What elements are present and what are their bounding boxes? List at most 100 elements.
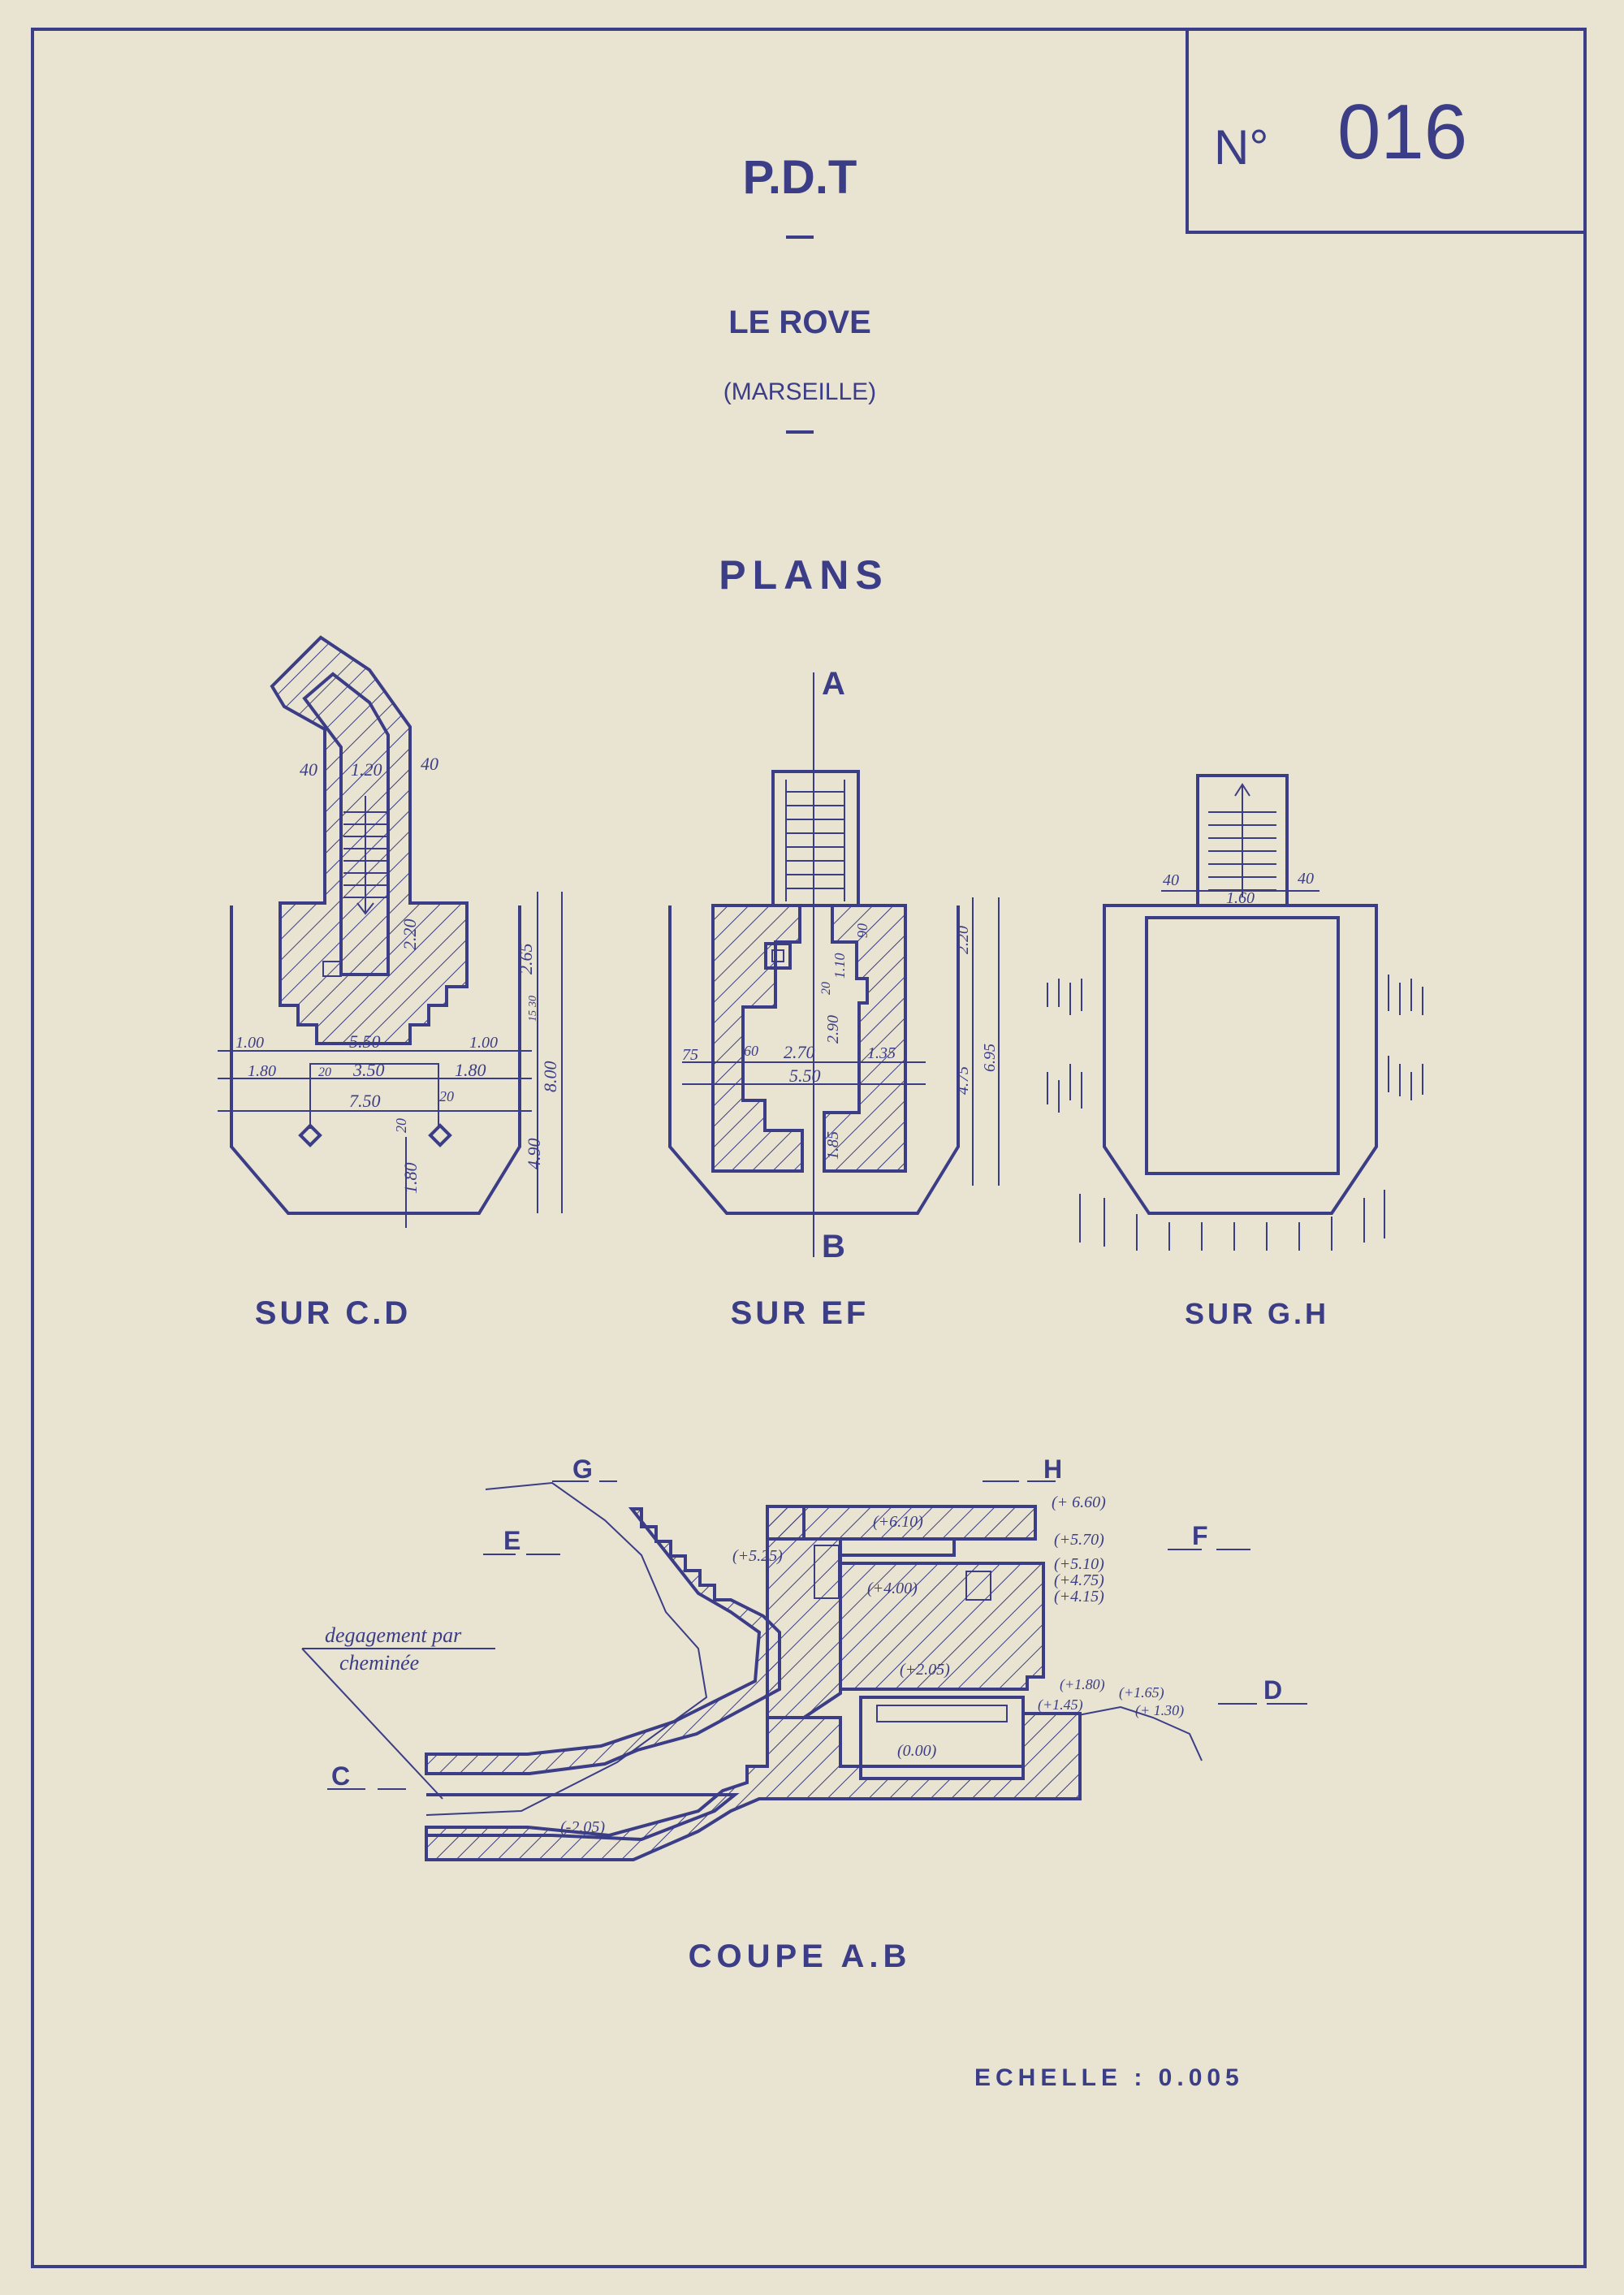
dim-cd-20: 30 [527,996,539,1008]
dim-cd-17: 8.00 [540,1061,560,1093]
site-name: LE ROVE [728,305,871,340]
level-1-80: (+1.80) [1060,1676,1105,1693]
plan-ef-dimension-lines [682,672,1000,1257]
plan-ef-outline [668,905,960,1215]
cut-label-a: A [822,666,845,702]
plan-cd-niche [322,961,342,977]
section-lower-gallery [426,1793,740,1842]
section-embrasure [965,1571,991,1601]
plan-cd-walls [270,635,469,1045]
plan-cd-caption: SUR C.D [255,1295,411,1331]
sheet-border [31,28,1587,2268]
plan-gh-outline [1103,904,1378,1215]
section-caption: COUPE A.B [689,1938,912,1974]
dim-gh-3: 40 [1298,870,1314,888]
dim-cd-7: 5.50 [349,1031,381,1052]
section-chamber-niche [876,1705,1008,1722]
dim-cd-6: 1.00 [235,1034,264,1052]
dim-ef-3: 20 [819,982,833,995]
plan-gh-ground-marks [1047,975,1423,1251]
plan-ef-vent-inner [771,949,784,962]
level-5-10: (+5.10) [1054,1555,1104,1573]
cut-letter-e: E [503,1526,520,1555]
dim-cd-2: 1.20 [351,759,382,780]
dim-cd-18: 1.80 [400,1163,421,1195]
dim-gh-1: 40 [1163,871,1179,889]
plan-ef: A B 90 1.10 20 2.90 75 60 2.70 1.35 5.50… [668,666,1000,1331]
plan-ef-caption: SUR EF [731,1295,870,1331]
note-line-1: degagement par [325,1623,462,1647]
number-prefix: N° [1214,120,1268,175]
dim-ef-9: 5.50 [789,1065,821,1086]
plan-gh-stair [1208,783,1276,897]
level-1-30: (+ 1.30) [1135,1702,1184,1719]
dim-ef-6: 60 [744,1043,758,1059]
level-6-10: (+6.10) [873,1513,923,1531]
level-4-75: (+4.75) [1054,1571,1104,1589]
level-5-25: (+5.25) [732,1547,783,1565]
dim-cd-9: 1.80 [248,1062,276,1080]
scale-label: ECHELLE : 0.005 [974,2064,1244,2091]
plan-cd-outline [230,905,521,1215]
cut-label-b: B [822,1229,845,1264]
plan-ef-walls-left [711,904,804,1173]
plans-heading: PLANS [719,552,888,598]
dim-ef-10: 1.85 [824,1131,842,1160]
section-cut-markers [301,1480,1307,1800]
sheet-number: 016 [1337,89,1467,175]
plan-cd-dimension-lines [218,892,563,1228]
dim-ef-11: 2.20 [954,926,972,954]
level-2-05: (+2.05) [900,1661,950,1679]
level-1-65: (+1.65) [1119,1684,1164,1701]
plan-gh: 40 1.60 40 SUR G.H [1047,774,1423,1330]
dim-cd-19: 15 [527,1010,539,1022]
dim-ef-13: 6.95 [981,1044,999,1072]
section-mid-slab [839,1562,1045,1691]
plan-ef-stair-well [771,770,860,907]
level-4-00: (+4.00) [867,1580,918,1597]
number-box [1186,29,1585,234]
level-1-45: (+1.45) [1038,1696,1083,1714]
cut-letter-g: G [572,1454,593,1484]
plan-ef-vent-box [764,942,792,970]
dim-cd-3: 40 [421,754,438,774]
cut-letter-d: D [1263,1675,1282,1705]
dim-cd-10: 3.50 [352,1060,385,1080]
dim-cd-14: 20 [439,1088,454,1104]
dim-cd-13: 20 [318,1065,331,1079]
plan-gh-room [1145,916,1340,1175]
level-0-00: (0.00) [897,1742,937,1760]
dim-ef-5: 75 [682,1046,698,1064]
section-ab: G H E F C D (+6.10) (+ 6.60) (+5.25) (+5… [301,1454,1307,1974]
cut-letter-c: C [331,1761,350,1791]
plan-cd-stair-passage [302,672,390,976]
plan-cd: 40 1.20 40 2.20 2.65 1.00 5.50 1.00 1.80… [218,635,563,1331]
level-5-70: (+5.70) [1054,1531,1104,1549]
plan-gh-caption: SUR G.H [1185,1297,1329,1330]
dim-cd-15: 20 [393,1118,409,1133]
city-name: (MARSEILLE) [723,378,876,405]
dim-cd-12: 7.50 [349,1091,381,1111]
dim-gh-2: 1.60 [1226,889,1255,907]
dim-ef-1: 90 [854,923,870,938]
dim-ef-12: 4.75 [954,1066,972,1095]
dim-ef-8: 1.35 [867,1044,896,1062]
plan-cd-pillar-left [298,1123,322,1148]
level-6-60: (+ 6.60) [1052,1493,1106,1511]
dim-ef-4: 2.90 [824,1015,842,1044]
dim-cd-11: 1.80 [455,1060,486,1080]
plan-cd-stair [343,796,387,915]
section-base-slab [425,1712,1082,1861]
dim-cd-4: 2.20 [400,919,420,951]
dim-ef-7: 2.70 [784,1042,815,1062]
plan-ef-stair [785,780,845,901]
section-shaft [814,1545,840,1599]
section-upper-stair-wall [425,1507,781,1775]
dim-ef-2: 1.10 [831,953,848,979]
plan-ef-walls-right [823,904,907,1173]
terrain-left [425,1481,708,1816]
title: P.D.T [743,151,857,204]
dim-cd-5: 2.65 [516,944,536,975]
section-upper-chamber [839,1537,956,1557]
